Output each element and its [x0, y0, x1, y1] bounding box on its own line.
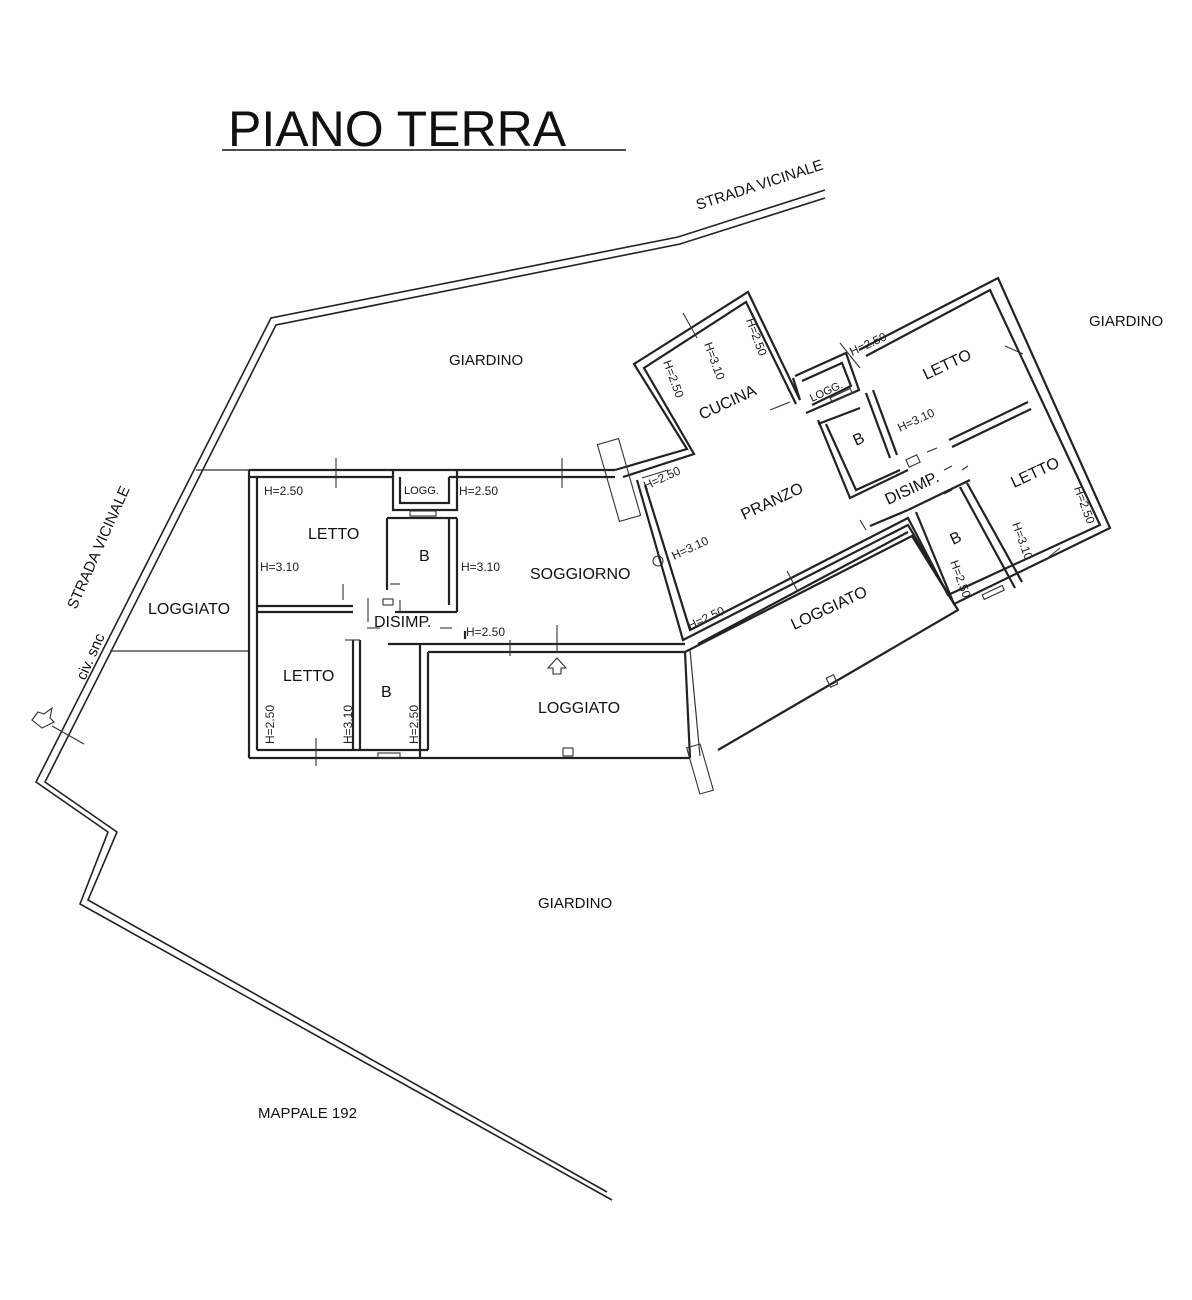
height-label: H=2.50 — [743, 316, 770, 358]
entrance-line — [51, 725, 85, 745]
height-label: H=3.10 — [895, 405, 937, 434]
label-letto-1: LETTO — [308, 526, 359, 543]
height-label: H=2.50 — [641, 463, 683, 492]
label-letto-3: LETTO — [921, 347, 975, 384]
label-bagno-2: B — [381, 684, 392, 701]
label-loggiato-left: LOGGIATO — [148, 601, 230, 618]
height-label: H=2.50 — [263, 705, 277, 744]
label-bagno-4: B — [948, 529, 965, 549]
height-label: H=2.50 — [459, 484, 498, 498]
label-giardino-right: GIARDINO — [1089, 313, 1163, 330]
label-strada-vicinale-top: STRADA VICINALE — [694, 157, 825, 214]
property-boundary — [34, 189, 826, 1201]
height-label: H=3.10 — [669, 533, 711, 562]
label-logg-1: LOGG. — [404, 485, 439, 497]
height-label: H=3.10 — [1009, 520, 1036, 562]
plan-title: PIANO TERRA — [228, 101, 567, 157]
label-giardino-bottom: GIARDINO — [538, 895, 612, 912]
openings-left — [315, 458, 574, 766]
height-label: H=2.50 — [466, 625, 505, 639]
label-letto-2: LETTO — [283, 668, 334, 685]
label-loggiato-right: LOGGIATO — [789, 584, 871, 634]
label-strada-vicinale-left: STRADA VICINALE — [64, 484, 133, 612]
height-label: H=3.10 — [701, 340, 728, 382]
loggiato-left-lines — [110, 469, 249, 652]
label-bagno-3: B — [851, 430, 868, 450]
label-logg-2: LOGG. — [808, 379, 845, 405]
height-label: H=2.50 — [407, 705, 421, 744]
height-label: H=3.10 — [260, 560, 299, 574]
height-label: H=2.50 — [660, 358, 687, 400]
entrance-arrow-icon — [31, 706, 55, 729]
label-disimp-1: DISIMP. — [374, 614, 432, 631]
height-label: H=3.10 — [341, 705, 355, 744]
label-soggiorno: SOGGIORNO — [530, 566, 630, 583]
label-cucina: CUCINA — [697, 382, 760, 423]
label-civ: civ. snc — [73, 631, 109, 683]
label-pranzo: PRANZO — [739, 480, 807, 524]
openings-right — [596, 312, 1061, 795]
label-bagno-1: B — [419, 548, 430, 565]
label-giardino-top: GIARDINO — [449, 352, 523, 369]
height-label: H=2.50 — [264, 484, 303, 498]
label-loggiato-bottom: LOGGIATO — [538, 700, 620, 717]
label-letto-4: LETTO — [1009, 455, 1063, 492]
height-label: H=3.10 — [461, 560, 500, 574]
label-mappale: MAPPALE 192 — [258, 1105, 357, 1122]
building-left-block — [247, 468, 701, 760]
